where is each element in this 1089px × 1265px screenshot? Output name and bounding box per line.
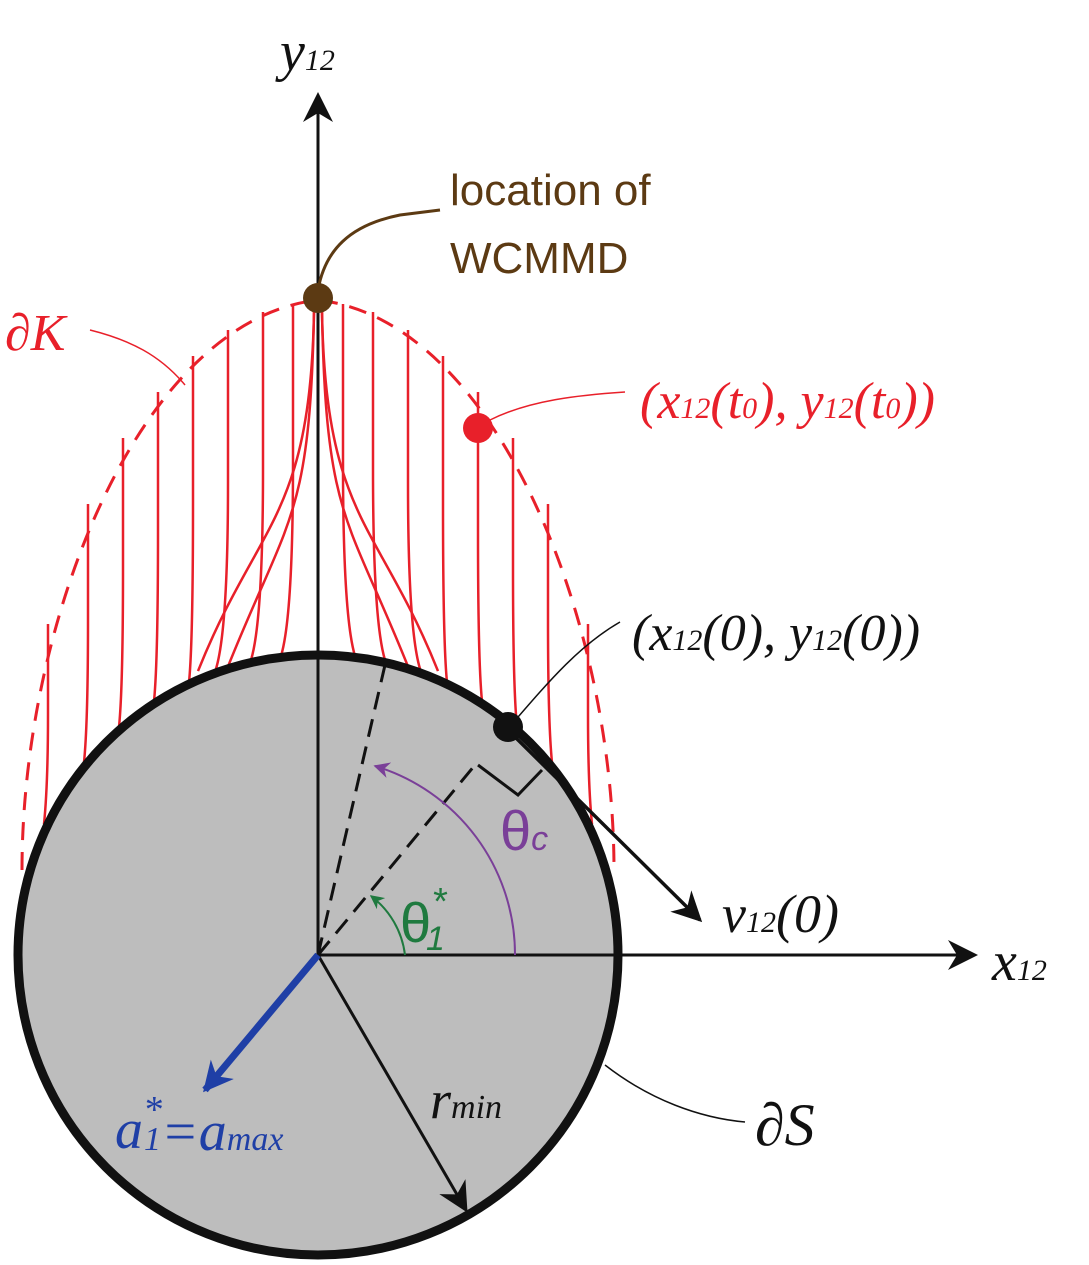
velocity-arrow	[506, 728, 703, 923]
boundary-k-label: ∂K	[5, 305, 68, 362]
trajectory-curve	[214, 330, 230, 670]
location-label-line1: location of	[450, 166, 651, 215]
location-label-line2: WCMMD	[450, 234, 628, 283]
leader-boundary-k	[89, 329, 186, 386]
trajectory-curve	[320, 311, 410, 667]
leader-t0	[489, 391, 626, 421]
trajectory-curve	[406, 330, 422, 670]
theta-1-arc	[369, 895, 406, 956]
initial-point	[493, 712, 523, 742]
wcmmd-point	[303, 283, 333, 313]
trajectory-curve	[511, 438, 519, 728]
trajectory-curve	[441, 356, 449, 683]
acceleration-label: a*1=amax	[115, 1089, 283, 1163]
trajectory-curve	[226, 311, 316, 667]
theta-c-arc	[373, 762, 517, 956]
t0-point-label: (x12(t0), y12(t0))	[640, 373, 935, 430]
rmin-label: rmin	[430, 1070, 502, 1130]
trajectory-curve	[279, 304, 295, 657]
rmin-arrow	[316, 954, 468, 1213]
right-angle-marker	[477, 763, 544, 797]
leader-location	[316, 208, 441, 291]
theta-1-label: θ*1	[400, 881, 448, 958]
dashed-radius-lower	[316, 764, 477, 956]
acceleration-arrow	[202, 952, 321, 1093]
x-axis-label: x12	[991, 931, 1047, 993]
boundary-s-label: ∂S	[755, 1092, 815, 1158]
initial-point-label: (x12(0), y12(0))	[632, 605, 920, 662]
trajectory-curve	[371, 312, 387, 661]
velocity-label: v12(0)	[722, 884, 839, 944]
leader-boundary-s	[604, 1064, 746, 1123]
trajectory-curve	[187, 356, 195, 683]
trajectory-curve	[82, 504, 90, 763]
trajectory-curve	[196, 311, 316, 672]
dashed-radius-upper	[316, 664, 387, 956]
trajectory-curve	[341, 304, 357, 657]
trajectory-curve	[152, 392, 160, 702]
y-axis-label: y12	[275, 21, 335, 83]
theta-c-label: θc	[500, 799, 548, 862]
trajectory-curve	[42, 624, 50, 825]
t0-point	[463, 413, 493, 443]
trajectory-curve	[320, 311, 440, 672]
trajectory-curve	[546, 504, 554, 763]
trajectory-curve	[117, 438, 125, 728]
trajectory-curve	[476, 392, 484, 702]
trajectory-curve	[249, 312, 265, 661]
boundary-k-curve	[20, 298, 616, 871]
leader-initial	[511, 621, 621, 725]
trajectory-curve	[586, 624, 594, 825]
